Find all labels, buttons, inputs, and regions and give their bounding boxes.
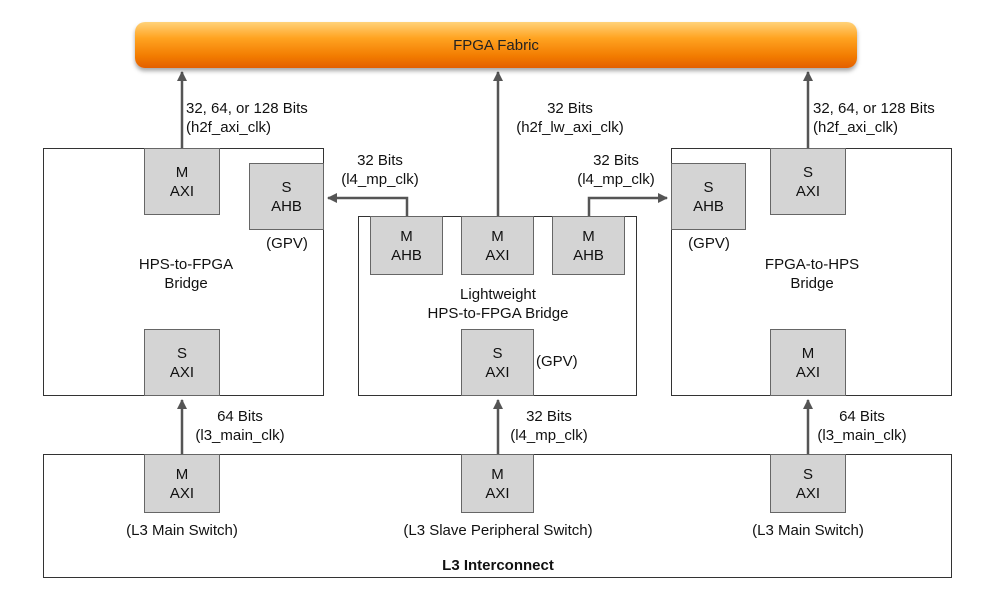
lw-bridge-title: Lightweight HPS-to-FPGA Bridge bbox=[427, 286, 569, 322]
h2f-fabric-link-label: 32, 64, or 128 Bits (h2f_axi_clk) bbox=[186, 100, 308, 136]
arrow-lw-to-h2f-gpv bbox=[327, 193, 409, 216]
f2h-bridge-title: FPGA-to-HPS Bridge bbox=[764, 256, 860, 292]
h2f-bridge-title: HPS-to-FPGA Bridge bbox=[138, 256, 234, 292]
arrow-lw-to-f2h-gpv bbox=[587, 193, 668, 216]
lw-l3-link-label: 32 Bits (l4_mp_clk) bbox=[510, 408, 588, 444]
lw-to-h2f-link-label: 32 Bits (l4_mp_clk) bbox=[341, 152, 419, 188]
lw-to-f2h-link-label: 32 Bits (l4_mp_clk) bbox=[577, 152, 655, 188]
f2h-fabric-link-label: 32, 64, or 128 Bits (h2f_axi_clk) bbox=[813, 100, 935, 136]
l3-right-switch-label: (L3 Main Switch) bbox=[752, 522, 864, 539]
l3-left-switch-label: (L3 Main Switch) bbox=[126, 522, 238, 539]
f2h-gpv-label: (GPV) bbox=[688, 235, 730, 252]
l3-interconnect-title: L3 Interconnect bbox=[442, 557, 554, 574]
f2h-l3-link-label: 64 Bits (l3_main_clk) bbox=[817, 408, 907, 444]
h2f-l3-link-label: 64 Bits (l3_main_clk) bbox=[195, 408, 285, 444]
lw-fabric-link-label: 32 Bits (h2f_lw_axi_clk) bbox=[516, 100, 624, 136]
h2f-gpv-label: (GPV) bbox=[266, 235, 308, 252]
fpga-fabric-bar: FPGA Fabric bbox=[135, 22, 857, 68]
fpga-fabric-label: FPGA Fabric bbox=[453, 36, 539, 54]
l3-mid-switch-label: (L3 Slave Peripheral Switch) bbox=[403, 522, 593, 539]
lw-gpv-label: (GPV) bbox=[536, 353, 578, 370]
